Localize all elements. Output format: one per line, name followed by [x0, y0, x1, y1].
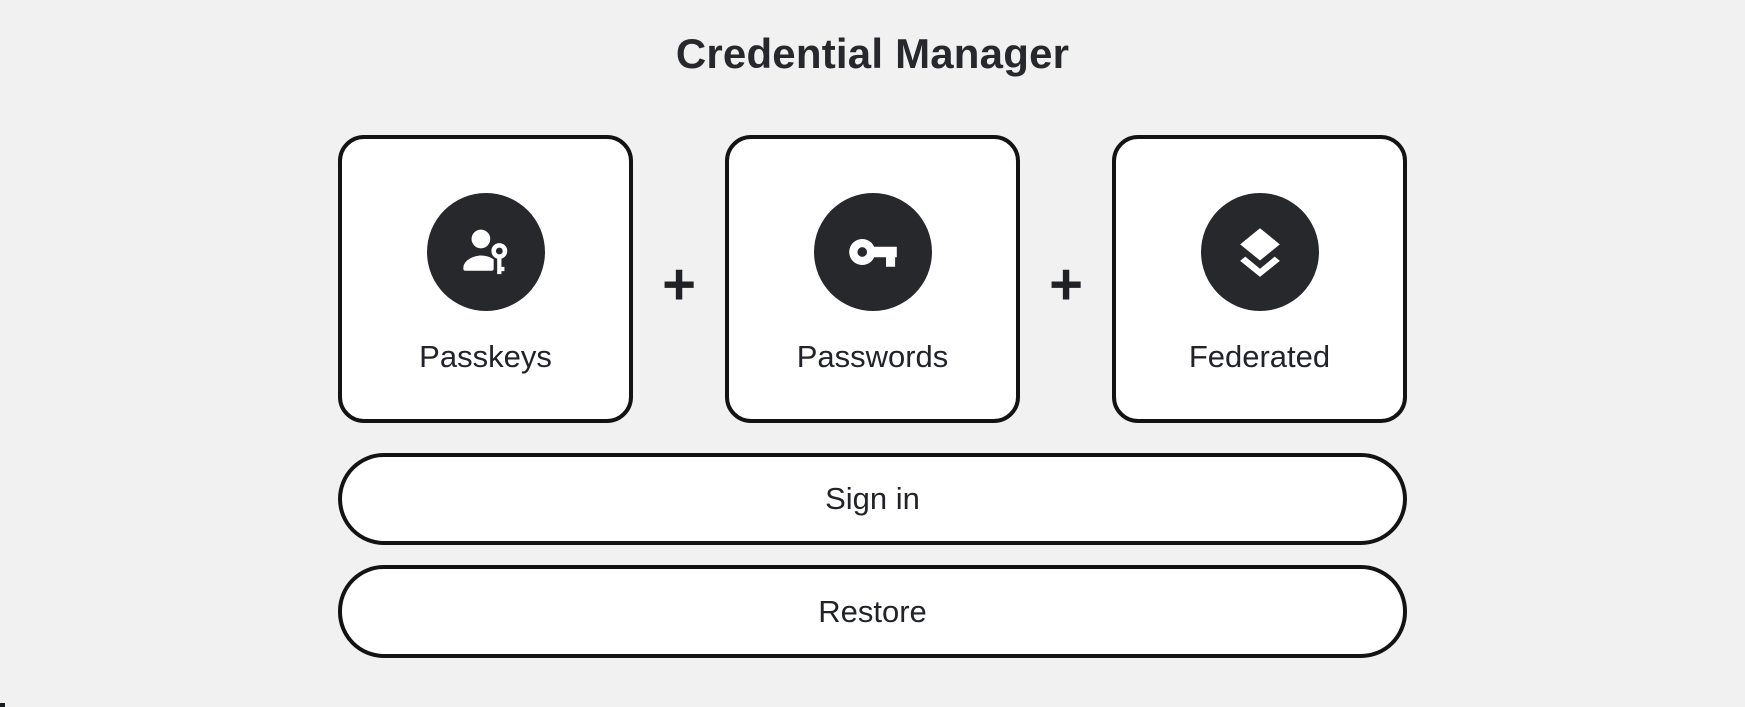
layers-icon [1239, 228, 1280, 277]
card-federated[interactable]: Federated [1112, 135, 1407, 423]
card-label-passkeys: Passkeys [419, 339, 552, 374]
passkey-icon-circle [426, 193, 545, 311]
plus-separator-2: + [1049, 251, 1083, 317]
passkey-icon [462, 229, 507, 275]
card-passwords[interactable]: Passwords [725, 135, 1020, 423]
page-title: Credential Manager [675, 30, 1070, 77]
layers-icon-circle [1200, 193, 1319, 311]
card-label-federated: Federated [1188, 339, 1331, 374]
key-icon-circle [813, 193, 932, 311]
card-passkeys[interactable]: Passkeys [338, 135, 633, 423]
restore-button[interactable]: Restore [338, 565, 1407, 658]
plus-separator-1: + [662, 251, 696, 317]
card-label-passwords: Passwords [796, 339, 949, 374]
key-icon [848, 238, 897, 267]
credential-types-row: Passkeys + Passwords + Federated [338, 135, 1407, 423]
sign-in-button[interactable]: Sign in [338, 453, 1407, 545]
credential-manager-screen: Credential Manager Passkeys + Pa [338, 0, 1407, 658]
corner-artifact [0, 703, 5, 707]
